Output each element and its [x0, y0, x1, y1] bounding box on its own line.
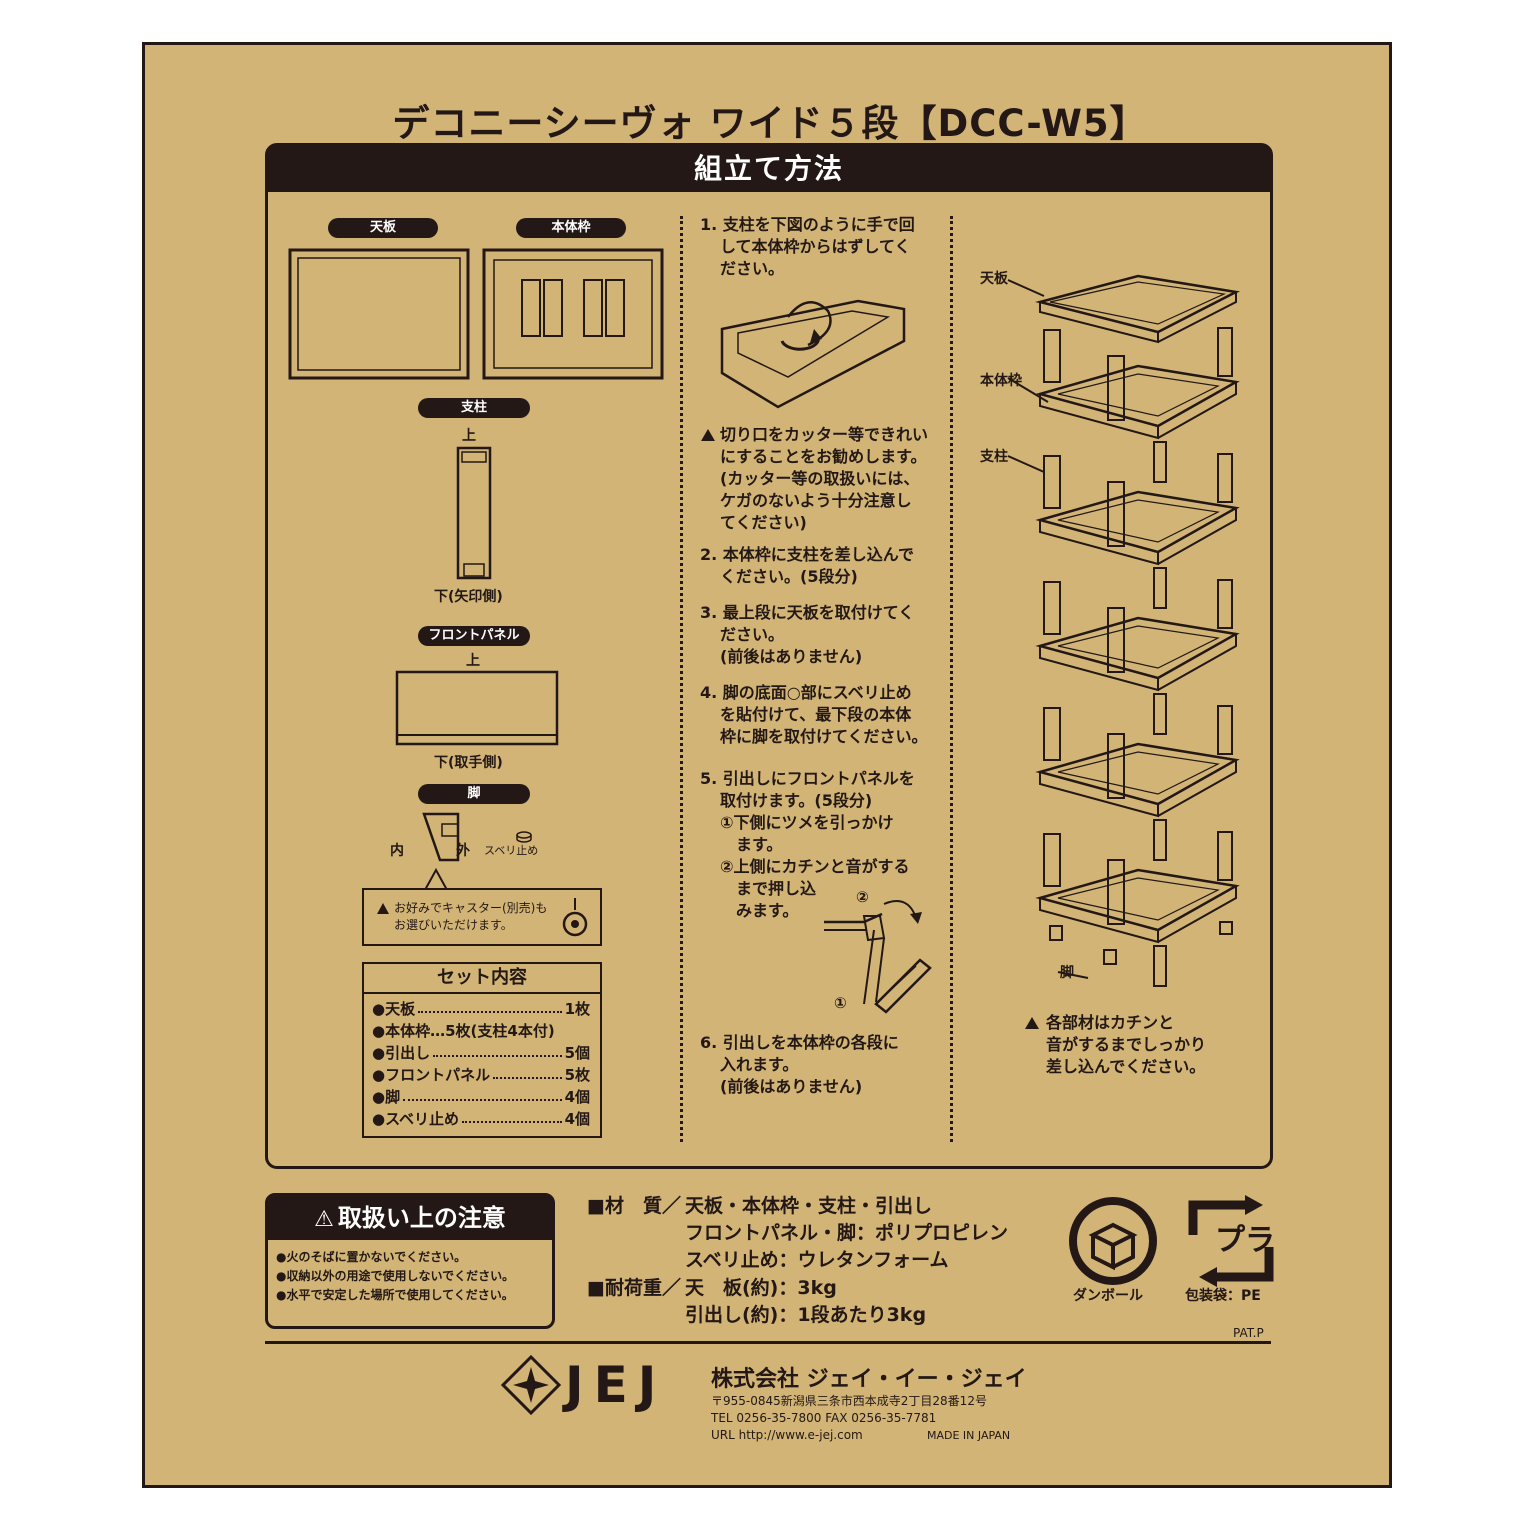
plastic-mark-label: プラ — [1215, 1223, 1275, 1258]
load-values: 天 板(約)：3kg 引出し(約)：1段あたり3kg — [685, 1277, 927, 1326]
company-name: 株式会社 ジェイ・イー・ジェイ — [711, 1367, 1027, 1392]
instruction-sheet: デコニーシーヴォ ワイド５段【DCC-W5】 組立て方法 天板 本体枠 支柱 上… — [142, 42, 1392, 1488]
leg-inner-label: 内 — [390, 843, 404, 859]
column-divider-2 — [950, 216, 953, 1142]
set-contents-title: セット内容 — [364, 964, 600, 994]
column-divider-1 — [680, 216, 683, 1142]
assembly-panel: 組立て方法 天板 本体枠 支柱 上 下(矢印側) フロントパネル 上 下(取 — [265, 143, 1273, 1169]
company-logo-icon — [501, 1355, 561, 1415]
packaging-label: 包装袋：PE — [1185, 1288, 1261, 1304]
parts-illustration — [288, 248, 664, 380]
patent-label: PAT.P — [1233, 1326, 1264, 1340]
anti-slip-icon — [516, 831, 532, 843]
pillar-icon — [456, 446, 492, 580]
leg-label: 脚 — [418, 784, 530, 804]
diagram-frame-label: 本体枠 — [980, 373, 1022, 389]
exploded-shelf-diagram — [1007, 274, 1240, 988]
load-spec: ■耐荷重／ — [587, 1277, 681, 1299]
mark-2: ② — [856, 888, 869, 906]
step-2: 2. 本体枠に支柱を差し込んで ください。(5段分) — [700, 545, 914, 586]
step-5: 5. 引出しにフロントパネルを 取付けます。(5段分) ①下側にツメを引っかけ … — [700, 769, 915, 920]
cardboard-label: ダンボール — [1073, 1288, 1143, 1304]
panel-down-label: 下(取手側) — [434, 755, 503, 771]
company-url: URL http://www.e-jej.com — [711, 1428, 863, 1442]
pillar-up-label: 上 — [462, 428, 476, 444]
leg-outer-label: 外 — [456, 843, 470, 859]
warning-icon — [1025, 1017, 1039, 1029]
leg-icon — [422, 812, 460, 862]
caster-note-line-2: お選びいただけます。 — [394, 918, 513, 932]
material-spec: ■材 質／ — [587, 1195, 681, 1217]
warning-outline-icon: ⚠ — [314, 1207, 334, 1232]
caution-item: ●火のそばに置かないでください。 — [276, 1250, 467, 1264]
set-item-frame: ●本体枠…5枚(支柱4本付) — [372, 1022, 555, 1040]
product-title: デコニーシーヴォ ワイド５段【DCC-W5】 — [392, 102, 1148, 145]
step-1: 1. 支柱を下図のように手で回 して本体枠からはずしてく ださい。 — [700, 215, 915, 278]
front-panel-label: フロントパネル — [418, 626, 530, 646]
caution-title: 取扱い上の注意 — [337, 1204, 506, 1232]
pillar-label: 支柱 — [418, 398, 530, 418]
caster-note-line-1: お好みでキャスター(別売)も — [394, 901, 548, 915]
mark-1: ① — [834, 994, 847, 1012]
front-panel-attach-illustration — [824, 900, 932, 1014]
cardboard-recycle-icon — [1069, 1197, 1157, 1285]
material-label: ■材 質 — [587, 1195, 662, 1217]
diagram-pillar-label: 支柱 — [980, 449, 1008, 465]
top-board-label: 天板 — [328, 218, 438, 238]
made-in-japan: MADE IN JAPAN — [927, 1429, 1011, 1442]
caution-list: ●火のそばに置かないでください。 ●収納以外の用途で使用しないでください。 ●水… — [276, 1248, 514, 1305]
material-values: 天板・本体枠・支柱・引出し フロントパネル・脚：ポリプロピレン スベリ止め：ウレ… — [685, 1195, 1009, 1271]
caution-item: ●水平で安定した場所で使用してください。 — [276, 1288, 514, 1302]
load-label: ■耐荷重 — [587, 1277, 662, 1299]
diagram-warning: 各部材はカチンと 音がするまでしっかり 差し込んでください。 — [1024, 1012, 1206, 1078]
caster-note: お好みでキャスター(別売)も お選びいただけます。 — [362, 888, 602, 946]
pillar-down-label: 下(矢印側) — [434, 589, 503, 605]
footer-divider — [265, 1341, 1271, 1344]
step-4: 4. 脚の底面○部にスベリ止め を貼付けて、最下段の本体 枠に脚を取付けてくださ… — [700, 683, 928, 746]
callout-pointer-icon — [425, 868, 447, 890]
step-6: 6. 引出しを本体枠の各段に 入れます。 (前後はありません) — [700, 1033, 899, 1096]
step-3: 3. 最上段に天板を取付けてく ださい。 (前後はありません) — [700, 603, 915, 666]
anti-slip-label: スベリ止め — [484, 844, 539, 857]
warning-icon — [377, 903, 389, 914]
company-tel: TEL 0256-35-7800 FAX 0256-35-7781 — [711, 1411, 937, 1425]
diagram-top-board-label: 天板 — [980, 271, 1008, 287]
caster-icon — [562, 898, 588, 937]
plastic-recycle-icon — [1188, 1195, 1274, 1287]
company-logo: JEJ — [565, 1356, 667, 1414]
caution-header: ⚠取扱い上の注意 — [268, 1196, 552, 1240]
section-title: 組立て方法 — [268, 146, 1270, 192]
frame-label: 本体枠 — [516, 218, 626, 238]
caution-item: ●収納以外の用途で使用しないでください。 — [276, 1269, 515, 1283]
front-panel-icon — [395, 670, 559, 746]
cut-warning: 切り口をカッター等できれい にすることをお勧めします。 (カッター等の取扱いには… — [700, 424, 928, 534]
warning-icon — [701, 429, 715, 441]
pillar-removal-illustration — [720, 299, 906, 409]
company-address: 〒955-0845新潟県三条市西本成寺2丁目28番12号 — [711, 1394, 987, 1408]
panel-up-label: 上 — [466, 653, 480, 669]
handling-caution-box: ⚠取扱い上の注意 ●火のそばに置かないでください。 ●収納以外の用途で使用しない… — [265, 1193, 555, 1329]
